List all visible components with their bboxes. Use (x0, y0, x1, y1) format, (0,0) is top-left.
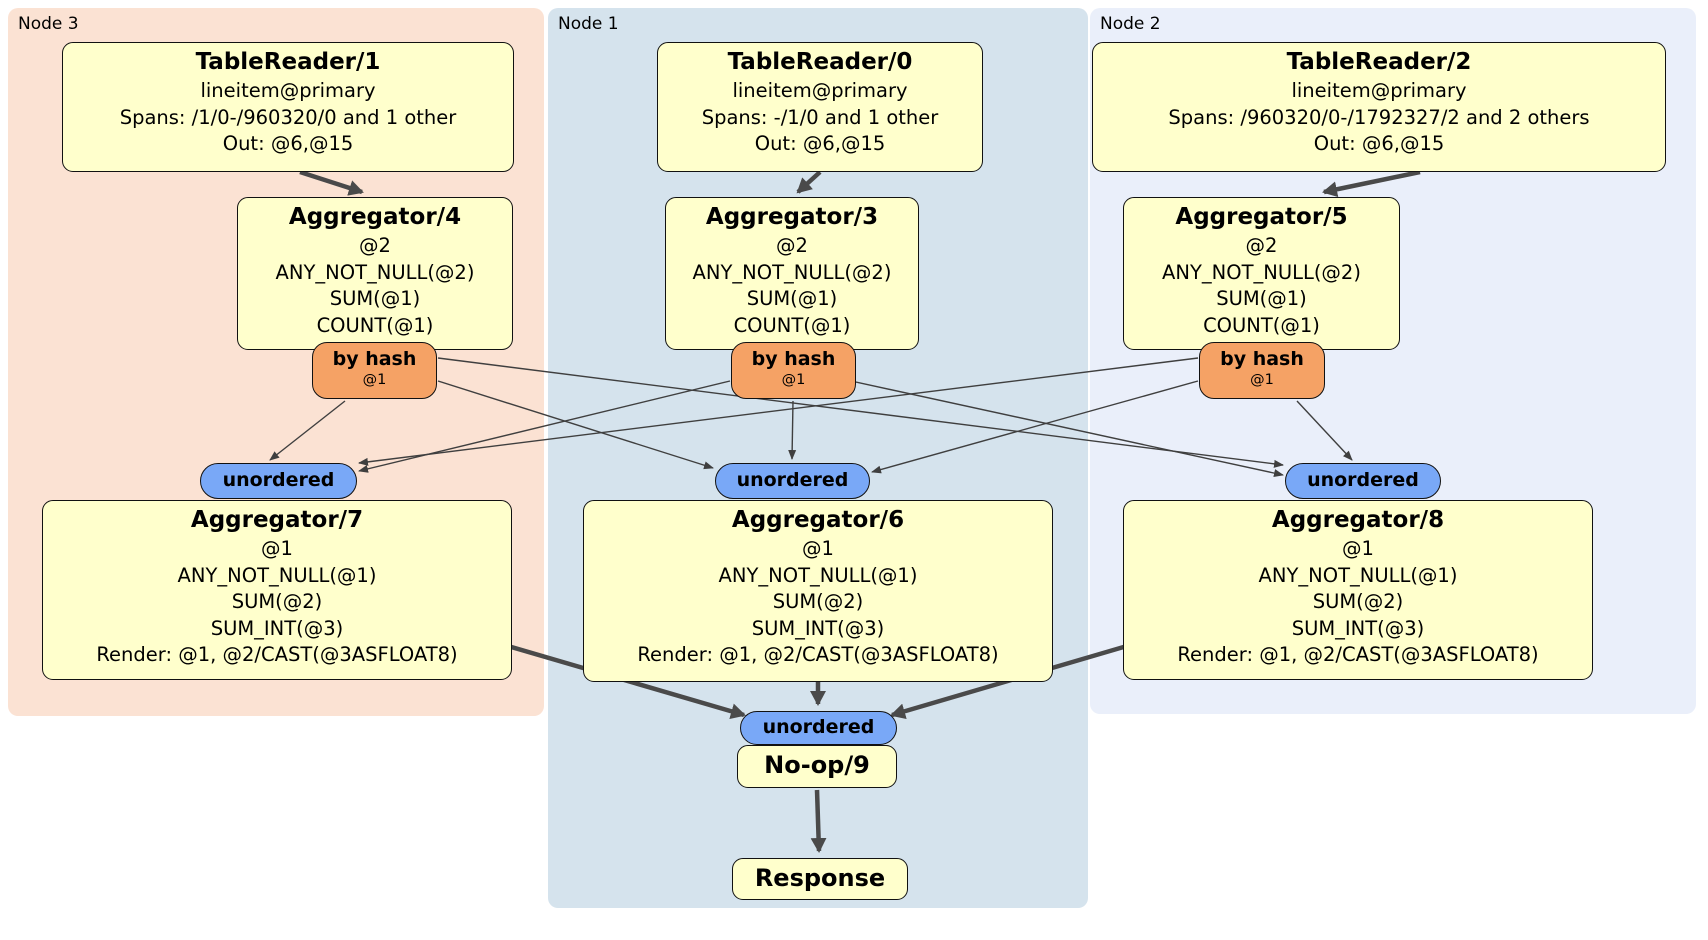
processor-detail: SUM(@2) (231, 590, 323, 613)
processor-title: No-op/9 (764, 751, 870, 779)
processor-aggregator-4: Aggregator/4 @2 ANY_NOT_NULL(@2) SUM(@1)… (237, 197, 513, 350)
processor-detail: SUM(@1) (1216, 287, 1307, 310)
edge-hash1-sync1 (788, 400, 797, 460)
processor-detail: @1 (1342, 537, 1374, 560)
processor-detail: Spans: /960320/0-/1792327/2 and 2 others (1168, 105, 1590, 129)
processor-detail: @1 (802, 537, 834, 560)
sync-final: unordered (740, 711, 897, 745)
processor-detail: COUNT(@1) (1203, 313, 1320, 337)
router-detail: @1 (1250, 372, 1274, 388)
processor-title: Aggregator/5 (1175, 204, 1348, 230)
processor-detail: ANY_NOT_NULL(@2) (275, 260, 475, 284)
processor-noop-9: No-op/9 (737, 745, 897, 788)
processor-aggregator-8: Aggregator/8 @1 ANY_NOT_NULL(@1) SUM(@2)… (1123, 500, 1593, 680)
processor-detail: SUM_INT(@3) (210, 616, 344, 640)
node2-label: Node 2 (1100, 14, 1161, 34)
processor-title: TableReader/0 (727, 49, 913, 75)
processor-tablereader-1: TableReader/1 lineitem@primary Spans: /1… (62, 42, 514, 172)
hash-router-1: by hash @1 (731, 342, 856, 399)
edge-tr0-agg3 (796, 170, 822, 194)
processor-detail: ANY_NOT_NULL(@2) (1162, 260, 1361, 284)
sync-3: unordered (200, 463, 357, 499)
edge-hash2-sync1 (871, 380, 1199, 474)
router-detail: @1 (781, 372, 806, 388)
node3-label: Node 3 (18, 14, 79, 34)
processor-detail: @2 (776, 234, 808, 257)
sync-1: unordered (715, 463, 870, 499)
processor-detail: Out: @6,@15 (222, 132, 354, 155)
response-node: Response (732, 858, 908, 900)
processor-detail: COUNT(@1) (316, 313, 434, 337)
edge-hash2-sync3 (358, 357, 1199, 466)
sync-2: unordered (1285, 463, 1441, 499)
edge-noop-response (810, 789, 827, 853)
processor-detail: SUM(@1) (746, 287, 838, 310)
processor-detail: Render: @1, @2/CAST(@3ASFLOAT8) (1177, 643, 1539, 666)
edge-tr1-agg4 (299, 169, 364, 196)
hash-router-3: by hash @1 (312, 342, 437, 399)
processor-detail: @1 (261, 537, 293, 560)
processor-detail: Spans: -/1/0 and 1 other (701, 105, 939, 129)
processor-aggregator-7: Aggregator/7 @1 ANY_NOT_NULL(@1) SUM(@2)… (42, 500, 512, 680)
processor-detail: Render: @1, @2/CAST(@3ASFLOAT8) (637, 643, 999, 666)
processor-detail: @2 (359, 234, 391, 257)
processor-title: Aggregator/6 (731, 507, 905, 533)
processor-aggregator-3: Aggregator/3 @2 ANY_NOT_NULL(@2) SUM(@1)… (665, 197, 919, 350)
processor-detail: ANY_NOT_NULL(@1) (1258, 563, 1458, 587)
processor-title: Aggregator/4 (288, 204, 462, 230)
edge-hash2-sync2 (1296, 400, 1353, 461)
processor-title: Aggregator/7 (190, 507, 364, 533)
processor-detail: ANY_NOT_NULL(@1) (177, 563, 377, 587)
processor-detail: COUNT(@1) (733, 313, 851, 337)
processor-detail: Out: @6,@15 (1313, 132, 1445, 155)
edge-hash1-sync2 (850, 380, 1284, 477)
processor-detail: ANY_NOT_NULL(@2) (692, 260, 892, 284)
processor-tablereader-0: TableReader/0 lineitem@primary Spans: -/… (657, 42, 983, 172)
processor-detail: Render: @1, @2/CAST(@3ASFLOAT8) (96, 643, 458, 666)
edge-hash3-sync1 (437, 380, 714, 470)
processor-title: TableReader/1 (195, 49, 381, 75)
processor-detail: SUM_INT(@3) (1291, 616, 1425, 640)
processor-detail: SUM(@2) (1312, 590, 1404, 613)
processor-detail: SUM(@2) (772, 590, 864, 613)
router-detail: @1 (362, 372, 387, 388)
router-label: by hash (751, 348, 836, 370)
processor-title: Aggregator/3 (705, 204, 879, 230)
edge-hash3-sync2 (437, 357, 1284, 468)
processor-aggregator-6: Aggregator/6 @1 ANY_NOT_NULL(@1) SUM(@2)… (583, 500, 1053, 682)
edge-hash3-sync3 (269, 400, 346, 461)
processor-detail: lineitem@primary (200, 79, 376, 102)
hash-router-2: by hash @1 (1199, 342, 1325, 399)
edge-tr2-agg5 (1322, 169, 1421, 198)
processor-title: Aggregator/8 (1271, 507, 1445, 533)
processor-tablereader-2: TableReader/2 lineitem@primary Spans: /9… (1092, 42, 1666, 172)
processor-detail: Spans: /1/0-/960320/0 and 1 other (119, 105, 457, 129)
processor-detail: @2 (1245, 234, 1278, 257)
processor-detail: ANY_NOT_NULL(@1) (718, 563, 918, 587)
node1-label: Node 1 (558, 14, 619, 34)
processor-detail: lineitem@primary (732, 79, 908, 102)
router-label: by hash (332, 348, 417, 370)
processor-detail: Out: @6,@15 (754, 132, 886, 155)
router-label: by hash (1220, 348, 1304, 370)
processor-title: Response (754, 864, 886, 892)
processor-detail: SUM(@1) (329, 287, 421, 310)
processor-detail: SUM_INT(@3) (751, 616, 885, 640)
processor-detail: lineitem@primary (1291, 79, 1467, 102)
processor-aggregator-5: Aggregator/5 @2 ANY_NOT_NULL(@2) SUM(@1)… (1123, 197, 1400, 350)
processor-title: TableReader/2 (1286, 49, 1472, 75)
edge-hash1-sync3 (358, 380, 731, 473)
